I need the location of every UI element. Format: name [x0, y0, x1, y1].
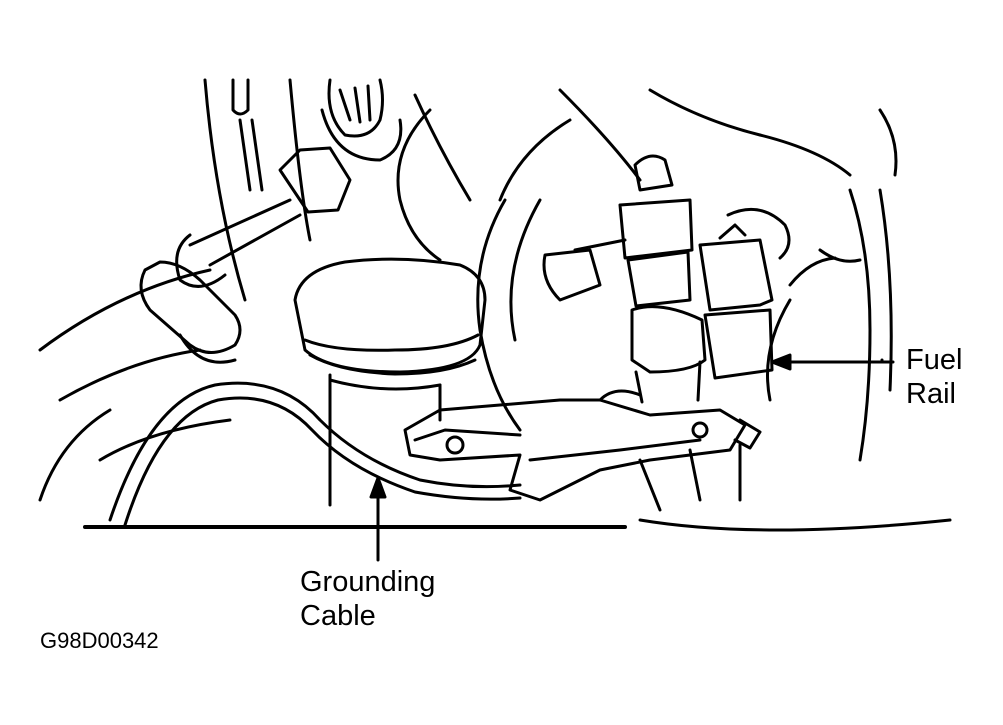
base-lines	[38, 408, 952, 532]
grounding-cable-callout-label: Grounding Cable	[300, 565, 435, 633]
reservoir-cap	[293, 257, 487, 507]
callout-fuel-rail-arrow	[770, 353, 895, 371]
clamp-bracket	[403, 389, 762, 512]
fuel-rail-label-line1: Fuel	[906, 344, 963, 376]
fuel-injector	[542, 154, 791, 404]
fuel-rail-callout-label: Fuel Rail	[906, 343, 962, 411]
stud-and-cable-top	[231, 78, 403, 192]
fuel-rail-label-line2: Rail	[906, 378, 956, 410]
grounding-cable-label-line2: Cable	[300, 600, 376, 632]
figure-identifier: G98D00342	[40, 628, 159, 653]
grounding-cable-line	[108, 381, 522, 527]
callout-grounding-cable-arrow	[369, 476, 387, 562]
grounding-cable-label-line1: Grounding	[300, 566, 436, 598]
engine-contours	[38, 78, 898, 462]
left-hose-fitting	[139, 146, 352, 364]
